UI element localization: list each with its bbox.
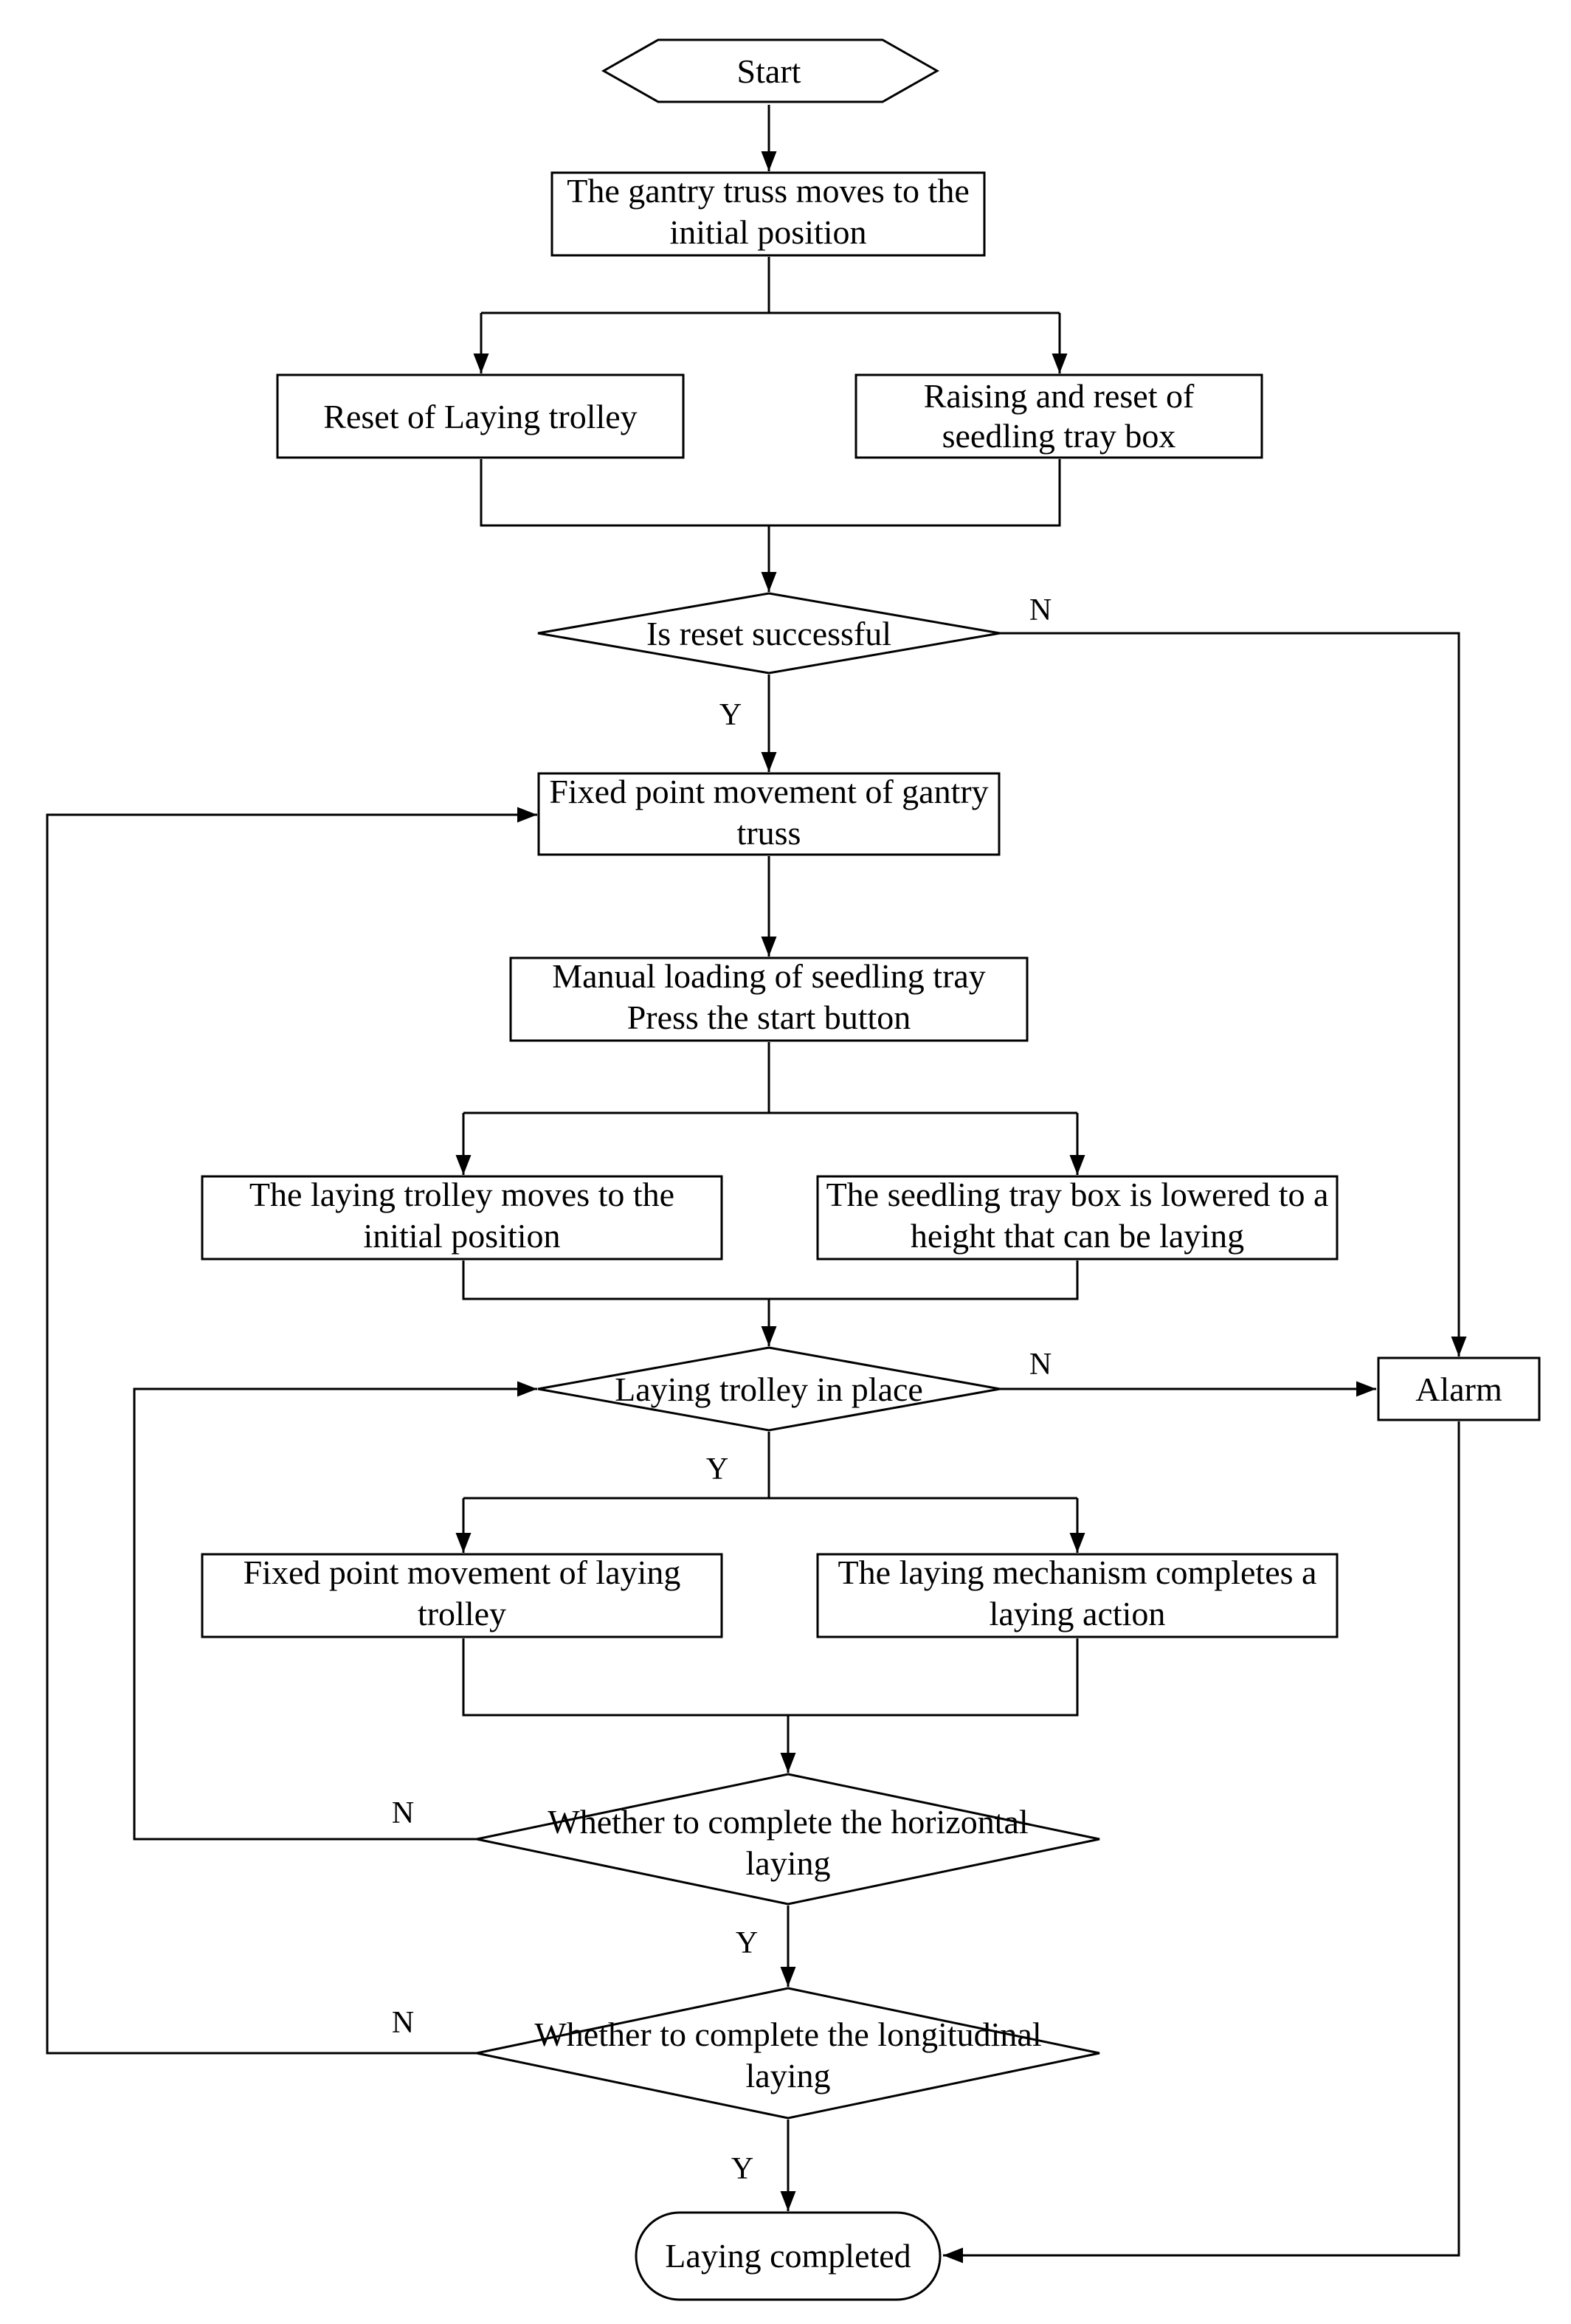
edge-labels: N Y N Y N Y N Y: [392, 593, 1052, 2186]
trolley-initial-label-line-1: The laying trolley moves to the: [249, 1176, 674, 1213]
box-lowered-label-line-2: height that can be laying: [911, 1217, 1244, 1255]
raise-box-process: Raising and reset of seedling tray box: [854, 373, 1263, 459]
laying-action-process: The laying mechanism completes a laying …: [816, 1553, 1339, 1638]
edge-place-yes-split: [463, 1432, 1077, 1500]
box-lowered-box: [816, 1175, 1339, 1261]
raise-box-box: [854, 373, 1263, 459]
completed-terminal: Laying completed: [635, 2211, 942, 2301]
place-yes-label: Y: [706, 1452, 728, 1486]
raise-box-label-line-1: Raising and reset of: [924, 377, 1195, 415]
gantry-fixed-label-line-2: truss: [737, 814, 801, 852]
trolley-initial-label-line-2: initial position: [363, 1217, 560, 1255]
gantry-initial-box: [550, 171, 986, 257]
reset-yes-label: Y: [719, 698, 742, 732]
edge-gantry-split: [481, 257, 1060, 314]
longitudinal-done-label-line-2: laying: [746, 2057, 831, 2094]
reset-no-label: N: [1029, 593, 1052, 627]
edge-merge-trolley: [462, 1261, 1079, 1300]
reset-ok-decision: Is reset successful: [537, 592, 1001, 675]
reset-ok-label: Is reset successful: [646, 615, 891, 652]
alarm-process: Alarm: [1377, 1356, 1541, 1421]
gantry-initial-label-line-1: The gantry truss moves to the: [567, 172, 970, 210]
longitudinal-yes-label: Y: [731, 2152, 753, 2186]
connectors: [46, 105, 1467, 2263]
trolley-initial-box: [201, 1175, 723, 1261]
trolley-initial-process: The laying trolley moves to the initial …: [201, 1175, 723, 1261]
gantry-fixed-process: Fixed point movement of gantry truss: [537, 772, 1001, 856]
gantry-initial-process: The gantry truss moves to the initial po…: [550, 171, 986, 257]
reset-trolley-label: Reset of Laying trolley: [323, 398, 637, 435]
trolley-fixed-label-line-2: trolley: [418, 1595, 506, 1632]
trolley-fixed-label-line-1: Fixed point movement of laying: [244, 1554, 681, 1591]
horizontal-done-label-line-1: Whether to complete the horizontal: [548, 1803, 1028, 1841]
gantry-fixed-label-line-1: Fixed point movement of gantry: [549, 773, 988, 810]
longitudinal-no-label: N: [392, 2006, 414, 2040]
edge-reset-no-to-alarm: [1000, 632, 1467, 1356]
manual-load-process: Manual loading of seedling tray Press th…: [509, 956, 1029, 1042]
edge-merge-laying: [462, 1638, 1079, 1717]
place-no-label: N: [1029, 1348, 1052, 1382]
laying-action-label-line-1: The laying mechanism completes a: [838, 1554, 1317, 1591]
completed-rounded-box: [635, 2211, 942, 2301]
manual-load-label-line-2: Press the start button: [627, 999, 911, 1036]
raise-box-label-line-2: seedling tray box: [942, 417, 1176, 455]
horizontal-no-label: N: [392, 1796, 414, 1830]
manual-load-label-line-1: Manual loading of seedling tray: [552, 957, 986, 995]
box-lowered-label-line-1: The seedling tray box is lowered to a: [826, 1176, 1329, 1213]
completed-label: Laying completed: [665, 2237, 911, 2275]
trolley-in-place-diamond: [537, 1346, 1001, 1432]
reset-ok-diamond: [537, 592, 1001, 675]
trolley-in-place-label: Laying trolley in place: [615, 1370, 923, 1408]
start-terminal: Start: [601, 38, 940, 103]
gantry-initial-label-line-2: initial position: [669, 213, 866, 251]
edge-alarm-to-completed: [943, 1421, 1460, 2263]
trolley-fixed-box: [201, 1553, 723, 1638]
horizontal-done-decision: Whether to complete the horizontal layin…: [476, 1773, 1100, 1906]
start-hexagon: [601, 38, 940, 103]
edge-merge-reset: [480, 459, 1061, 527]
trolley-in-place-decision: Laying trolley in place: [537, 1346, 1001, 1432]
longitudinal-done-label-line-1: Whether to complete the longitudinal: [534, 2016, 1041, 2053]
longitudinal-done-decision: Whether to complete the longitudinal lay…: [476, 1987, 1100, 2120]
manual-load-box: [509, 956, 1029, 1042]
gantry-fixed-box: [537, 772, 1001, 856]
laying-action-label-line-2: laying action: [990, 1595, 1166, 1632]
trolley-fixed-process: Fixed point movement of laying trolley: [201, 1553, 723, 1638]
start-label: Start: [737, 52, 801, 90]
laying-action-box: [816, 1553, 1339, 1638]
alarm-label: Alarm: [1415, 1370, 1502, 1408]
horizontal-done-label-line-2: laying: [746, 1844, 831, 1882]
horizontal-done-diamond: [476, 1773, 1100, 1906]
alarm-box: [1377, 1356, 1541, 1421]
edge-load-split: [463, 1042, 1077, 1114]
edge-longitudinal-no-loop: [46, 807, 537, 2055]
reset-trolley-process: Reset of Laying trolley: [276, 373, 685, 459]
box-lowered-process: The seedling tray box is lowered to a he…: [816, 1175, 1339, 1261]
horizontal-yes-label: Y: [736, 1926, 758, 1960]
reset-trolley-box: [276, 373, 685, 459]
edge-horizontal-no-loop: [133, 1381, 537, 1841]
longitudinal-done-diamond: [476, 1987, 1100, 2120]
